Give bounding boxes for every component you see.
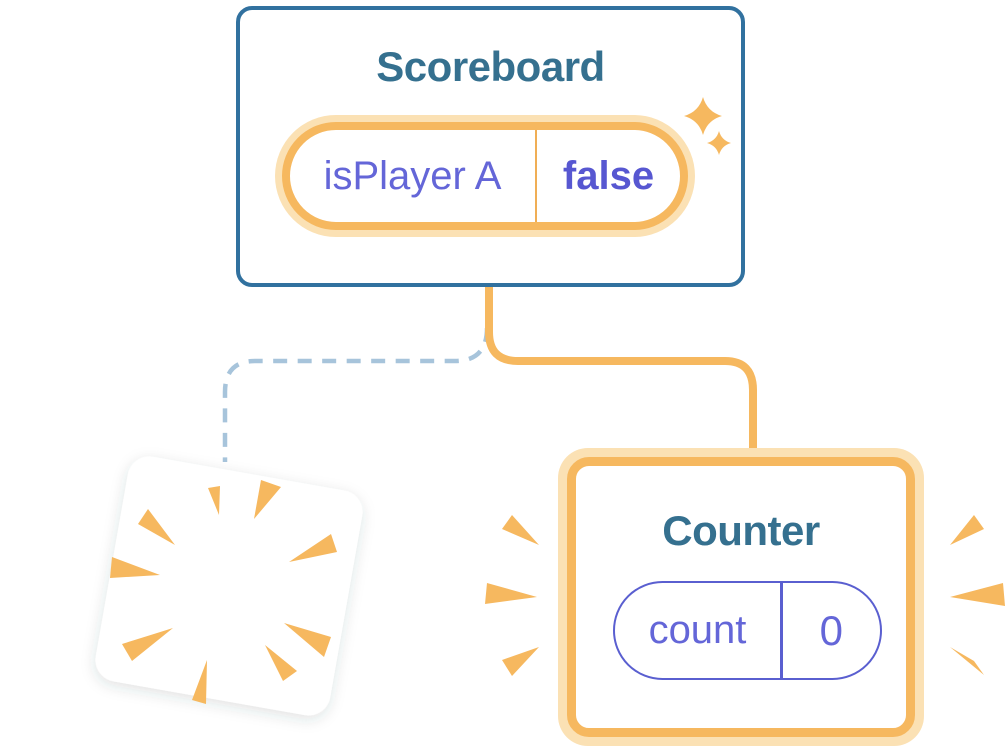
scoreboard-state-pill: isPlayer A false <box>275 115 695 237</box>
counter-state-pill: count 0 <box>613 581 882 680</box>
dashed-connector-line <box>222 327 490 462</box>
counter-title: Counter <box>662 507 820 554</box>
pill-divider <box>780 583 783 678</box>
counter-card-ring: Counter count 0 <box>558 448 924 746</box>
solid-connector-line <box>485 285 757 462</box>
state-value-label: false <box>562 153 655 198</box>
scoreboard-card: Scoreboard isPlayer A false <box>236 6 745 287</box>
scoreboard-state-pill-inner: isPlayer A false <box>282 122 688 230</box>
state-key-label: isPlayer A <box>323 153 502 198</box>
state-value-label: 0 <box>819 606 843 654</box>
state-key-label: count <box>648 608 747 652</box>
counter-card: Counter count 0 <box>567 457 915 737</box>
pill-divider <box>535 130 537 222</box>
scoreboard-title: Scoreboard <box>376 43 605 90</box>
